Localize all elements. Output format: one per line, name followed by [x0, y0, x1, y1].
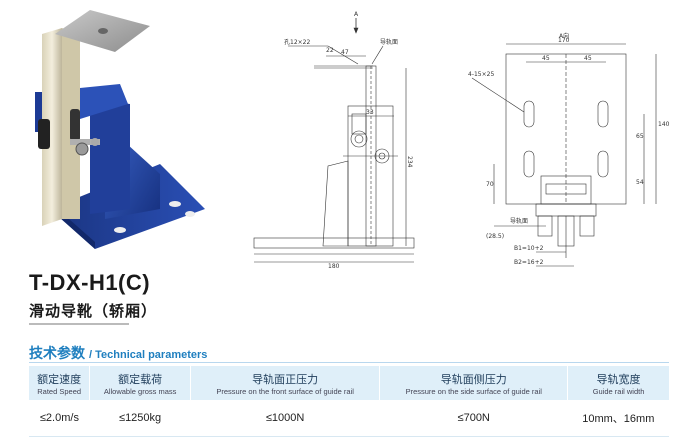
table-header-cell: 导轨面侧压力 Pressure on the side surface of g…: [379, 366, 568, 400]
header-cn: 导轨宽度: [596, 372, 641, 386]
table-header-cell: 导轨面正压力 Pressure on the front surface of …: [189, 366, 380, 400]
dim-22: 22: [326, 47, 334, 54]
table-header-row: 额定速度 Rated Speed 额定载荷 Allowable gross ma…: [29, 366, 669, 400]
table-row: ≤2.0m/s ≤1250kg ≤1000N ≤700N 10mm、16mm: [29, 400, 669, 437]
params-heading: 技术参数 / Technical parameters: [29, 343, 208, 362]
dim-45-left: 45: [542, 55, 550, 62]
header-en: Pressure on the front surface of guide r…: [216, 386, 354, 396]
params-heading-cn: 技术参数: [29, 346, 85, 362]
dim-45-right: 45: [584, 55, 592, 62]
spec-table: 额定速度 Rated Speed 额定载荷 Allowable gross ma…: [29, 366, 669, 437]
header-en: Pressure on the side surface of guide ra…: [405, 386, 542, 396]
dim-47: 47: [341, 49, 349, 56]
header-en: Guide rail width: [592, 386, 645, 396]
header-cn: 导轨面正压力: [252, 372, 319, 386]
header-cn: 导轨面侧压力: [440, 372, 507, 386]
dim-28-5: (28.5): [486, 233, 504, 240]
table-cell: 10mm、16mm: [567, 400, 669, 437]
dim-170: 170: [558, 37, 570, 44]
rail-surface-label: 导轨面: [380, 38, 398, 46]
params-heading-en: / Technical parameters: [89, 349, 208, 361]
header-cn: 额定载荷: [118, 372, 163, 386]
title-divider: [29, 323, 129, 325]
table-header-cell: 额定载荷 Allowable gross mass: [89, 366, 191, 400]
table-cell: ≤2.0m/s: [29, 400, 90, 437]
dim-70: 70: [486, 181, 494, 188]
hole-label: 孔12×22: [284, 38, 310, 46]
table-header-cell: 导轨宽度 Guide rail width: [567, 366, 669, 400]
params-divider: [29, 362, 669, 363]
header-cn: 额定速度: [37, 372, 82, 386]
table-cell: ≤700N: [379, 400, 568, 437]
rail-surface-label-2: 导轨面: [510, 217, 528, 225]
dim-b1: B1=10+2: [514, 245, 544, 252]
table-cell: ≤1250kg: [89, 400, 191, 437]
dim-234: 234: [406, 156, 413, 168]
dim-140: 140: [658, 121, 670, 128]
dim-33: 33: [366, 109, 374, 116]
product-model: T-DX-H1(C): [29, 270, 151, 295]
header-en: Rated Speed: [37, 386, 82, 396]
product-name: 滑动导靴（轿厢）: [29, 302, 158, 320]
product-image: [35, 10, 205, 249]
holes-label: 4-15×25: [468, 71, 494, 78]
dim-180: 180: [328, 263, 340, 270]
side-view-drawing: A 孔12×22 导轨面 47 33 22 234 180: [253, 11, 415, 270]
dim-54: 54: [636, 179, 644, 186]
a-view-drawing: A向 170 45 45 4-15×25 140 65 54 70 (28.5)…: [468, 32, 670, 267]
view-arrow-label: A: [354, 11, 359, 18]
view-a-title: A向: [559, 32, 569, 40]
header-en: Allowable gross mass: [103, 386, 177, 396]
dim-65: 65: [636, 133, 644, 140]
dim-b2: B2=16+2: [514, 259, 544, 266]
table-header-cell: 额定速度 Rated Speed: [29, 366, 90, 400]
table-cell: ≤1000N: [190, 400, 380, 437]
